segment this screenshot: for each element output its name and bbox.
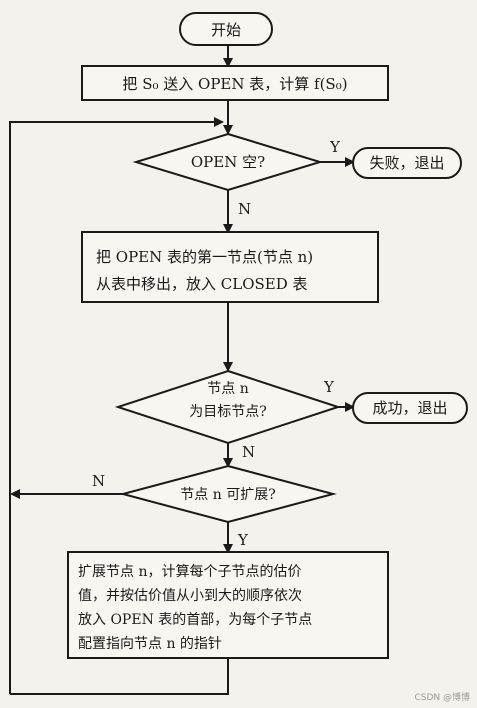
start-terminal	[179, 12, 273, 46]
success-label: 成功，退出	[372, 399, 447, 417]
expand-line-4: 配置指向节点 n 的指针	[78, 636, 222, 652]
move-node-box	[81, 231, 379, 303]
success-terminal	[352, 392, 468, 424]
init-process-label: 把 S₀ 送入 OPEN 表，计算 f(S₀)	[122, 75, 347, 93]
decision-expand	[119, 464, 337, 524]
open-empty-yes-label: Y	[329, 138, 341, 156]
expand-process-box	[67, 551, 389, 659]
watermark: CSDN @博博	[414, 691, 470, 703]
move-node-line-2: 从表中移出，放入 CLOSED 表	[96, 275, 308, 293]
edge-loop-to-open-empty	[9, 117, 224, 694]
decision-open-empty	[132, 132, 324, 192]
expand-line-1: 扩展节点 n，计算每个子节点的估价	[78, 564, 301, 580]
decision-open-empty-label: OPEN 空?	[191, 153, 265, 171]
decision-expand-label: 节点 n 可扩展?	[180, 487, 275, 503]
start-label: 开始	[211, 21, 241, 39]
expand-line-3: 放入 OPEN 表的首部，为每个子节点	[78, 612, 312, 628]
fail-label: 失败，退出	[369, 154, 444, 172]
decision-goal-line-1: 节点 n	[207, 381, 248, 397]
goal-yes-label: Y	[323, 378, 335, 396]
decision-goal-line-2: 为目标节点?	[189, 404, 267, 420]
move-node-line-1: 把 OPEN 表的第一节点(节点 n)	[96, 248, 313, 266]
edge-expand-loop-back	[10, 658, 229, 695]
open-empty-no-label: N	[238, 200, 251, 218]
expand-no-label: N	[92, 472, 105, 490]
expand-yes-label: Y	[237, 531, 249, 549]
init-process-box	[81, 65, 389, 101]
goal-no-label: N	[242, 443, 255, 461]
fail-terminal	[352, 147, 462, 179]
decision-goal	[114, 369, 342, 445]
expand-line-2: 值，并按估价值从小到大的顺序依次	[78, 588, 302, 604]
